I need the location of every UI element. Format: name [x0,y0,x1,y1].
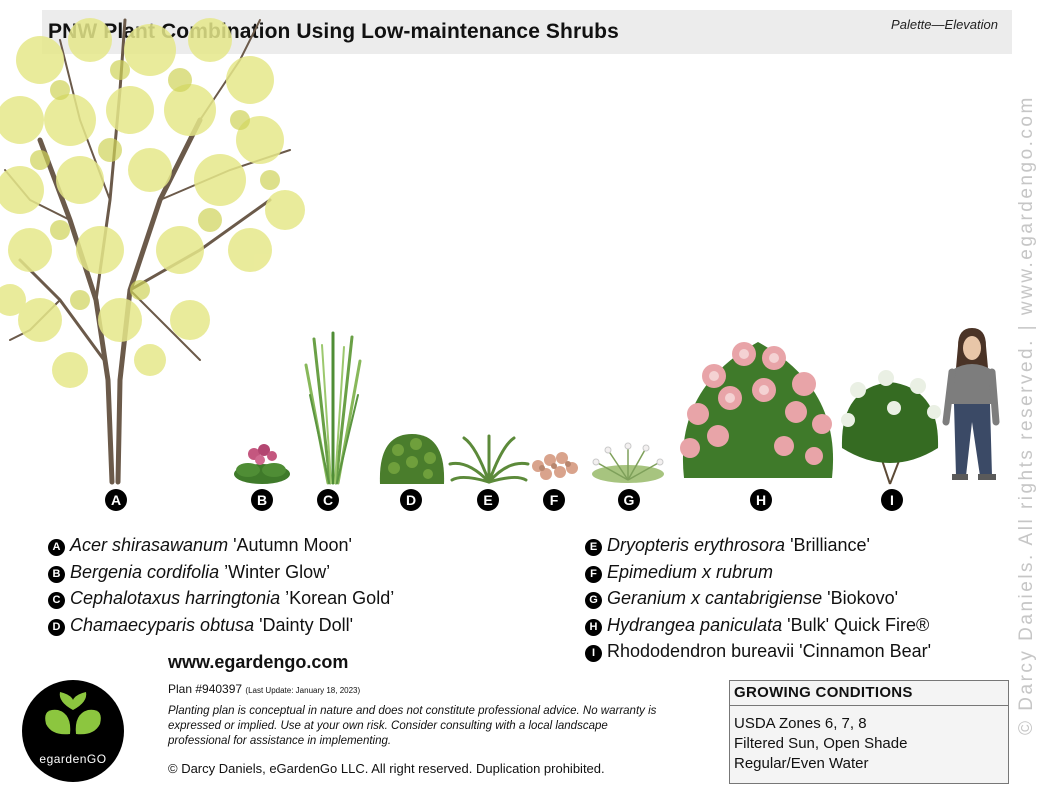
legend-botanical-name: Epimedium x rubrum [607,561,774,582]
legend-bullet: E [585,539,602,556]
plant-f-epimedium [532,452,578,480]
copyright-watermark: © Darcy Daniels. All rights reserved. | … [1016,95,1037,735]
legend-botanical-name: Hydrangea paniculata [607,614,783,635]
legend-botanical-name: Bergenia cordifolia [70,561,220,582]
legend-cultivar: 'Brilliance' [785,535,870,555]
legend-item: B Bergenia cordifolia ’Winter Glow’ [48,559,394,586]
legend-cultivar: 'Autumn Moon' [228,535,352,555]
legend-cultivar: Rhododendron bureavii 'Cinnamon Bear' [607,641,932,661]
last-update: (Last Update: January 18, 2023) [245,686,361,695]
legend-cultivar: ’Korean Gold’ [280,588,395,608]
plant-g-geranium [592,442,664,483]
legend-item: D Chamaecyparis obtusa 'Dainty Doll' [48,612,394,639]
legend-botanical-name: Acer shirasawanum [70,535,229,555]
legend-botanical-name: Dryopteris erythrosora [607,535,786,555]
growing-conditions-list: USDA Zones 6, 7, 8 Filtered Sun, Open Sh… [730,706,1008,774]
legend-item: E Dryopteris erythrosora 'Brilliance' [585,532,931,559]
legend-bullet: D [48,618,65,636]
marker-g: G [618,489,640,511]
plant-i-rhododendron [841,370,941,485]
legend-botanical-name: Geranium x cantabrigiense [607,588,823,608]
legend-cultivar: 'Biokovo' [822,588,899,608]
legend-item: H Hydrangea paniculata 'Bulk' Quick Fire® [585,612,931,639]
legend-bullet: H [585,618,602,636]
view-label: Palette—Elevation [891,17,998,32]
legend-item: G Geranium x cantabrigiense 'Biokovo' [585,585,931,612]
legend-item: F Epimedium x rubrum [585,559,931,586]
legend-item: I Rhododendron bureavii 'Cinnamon Bear' [585,638,931,665]
plant-e-dryopteris-fern [448,434,530,484]
plant-a-maple-tree [0,18,305,485]
condition-water: Regular/Even Water [734,755,869,772]
condition-zones: USDA Zones 6, 7, 8 [734,715,867,732]
sprout-leaves-icon [45,692,101,735]
legend-item: C Cephalotaxus harringtonia ’Korean Gold’ [48,585,394,612]
plant-d-chamaecyparis [379,434,445,484]
legend-bullet: I [585,645,602,662]
growing-conditions-box: GROWING CONDITIONS USDA Zones 6, 7, 8 Fi… [729,680,1009,784]
legend-bullet: G [585,592,602,609]
marker-c: C [317,489,339,511]
plan-number: Plan #940397 (Last Update: January 18, 2… [168,682,360,696]
condition-light: Filtered Sun, Open Shade [734,735,908,752]
legend-cultivar: 'Bulk' Quick Fire® [782,614,930,635]
legend-bullet: F [585,565,602,583]
marker-e: E [477,489,499,511]
legend-bullet: A [48,539,65,556]
disclaimer: Planting plan is conceptual in nature an… [168,705,657,747]
marker-h: H [750,489,772,511]
marker-b: B [251,489,273,511]
legend-item: A Acer shirasawanum 'Autumn Moon' [48,532,394,559]
legend-cultivar: ’Winter Glow’ [219,561,331,582]
plant-legend-right: E Dryopteris erythrosora 'Brilliance' F Ep… [585,532,931,665]
plan-number-text: Plan #940397 [168,682,243,696]
marker-i: I [881,489,903,511]
legend-bullet: C [48,592,65,609]
marker-d: D [400,489,422,511]
legend-bullet: B [48,565,65,583]
plant-legend-left: A Acer shirasawanum 'Autumn Moon' B Bergen… [48,532,394,638]
growing-conditions-heading: GROWING CONDITIONS [730,681,1008,706]
plant-b-bergenia [234,444,290,484]
plant-c-cephalotaxus [304,331,362,485]
marker-a: A [105,489,127,511]
person-scale-figure [942,328,1000,480]
legend-botanical-name: Cephalotaxus harringtonia [70,588,281,608]
logo-text: egardenGO [39,752,107,766]
marker-f: F [543,489,565,511]
copyright: © Darcy Daniels, eGardenGo LLC. All righ… [168,761,605,776]
website-link[interactable]: www.egardengo.com [168,652,349,672]
legend-botanical-name: Chamaecyparis obtusa [70,614,255,635]
legend-cultivar: 'Dainty Doll' [254,614,354,635]
egardengo-logo: egardenGO [22,680,124,782]
plant-h-hydrangea [680,342,834,478]
